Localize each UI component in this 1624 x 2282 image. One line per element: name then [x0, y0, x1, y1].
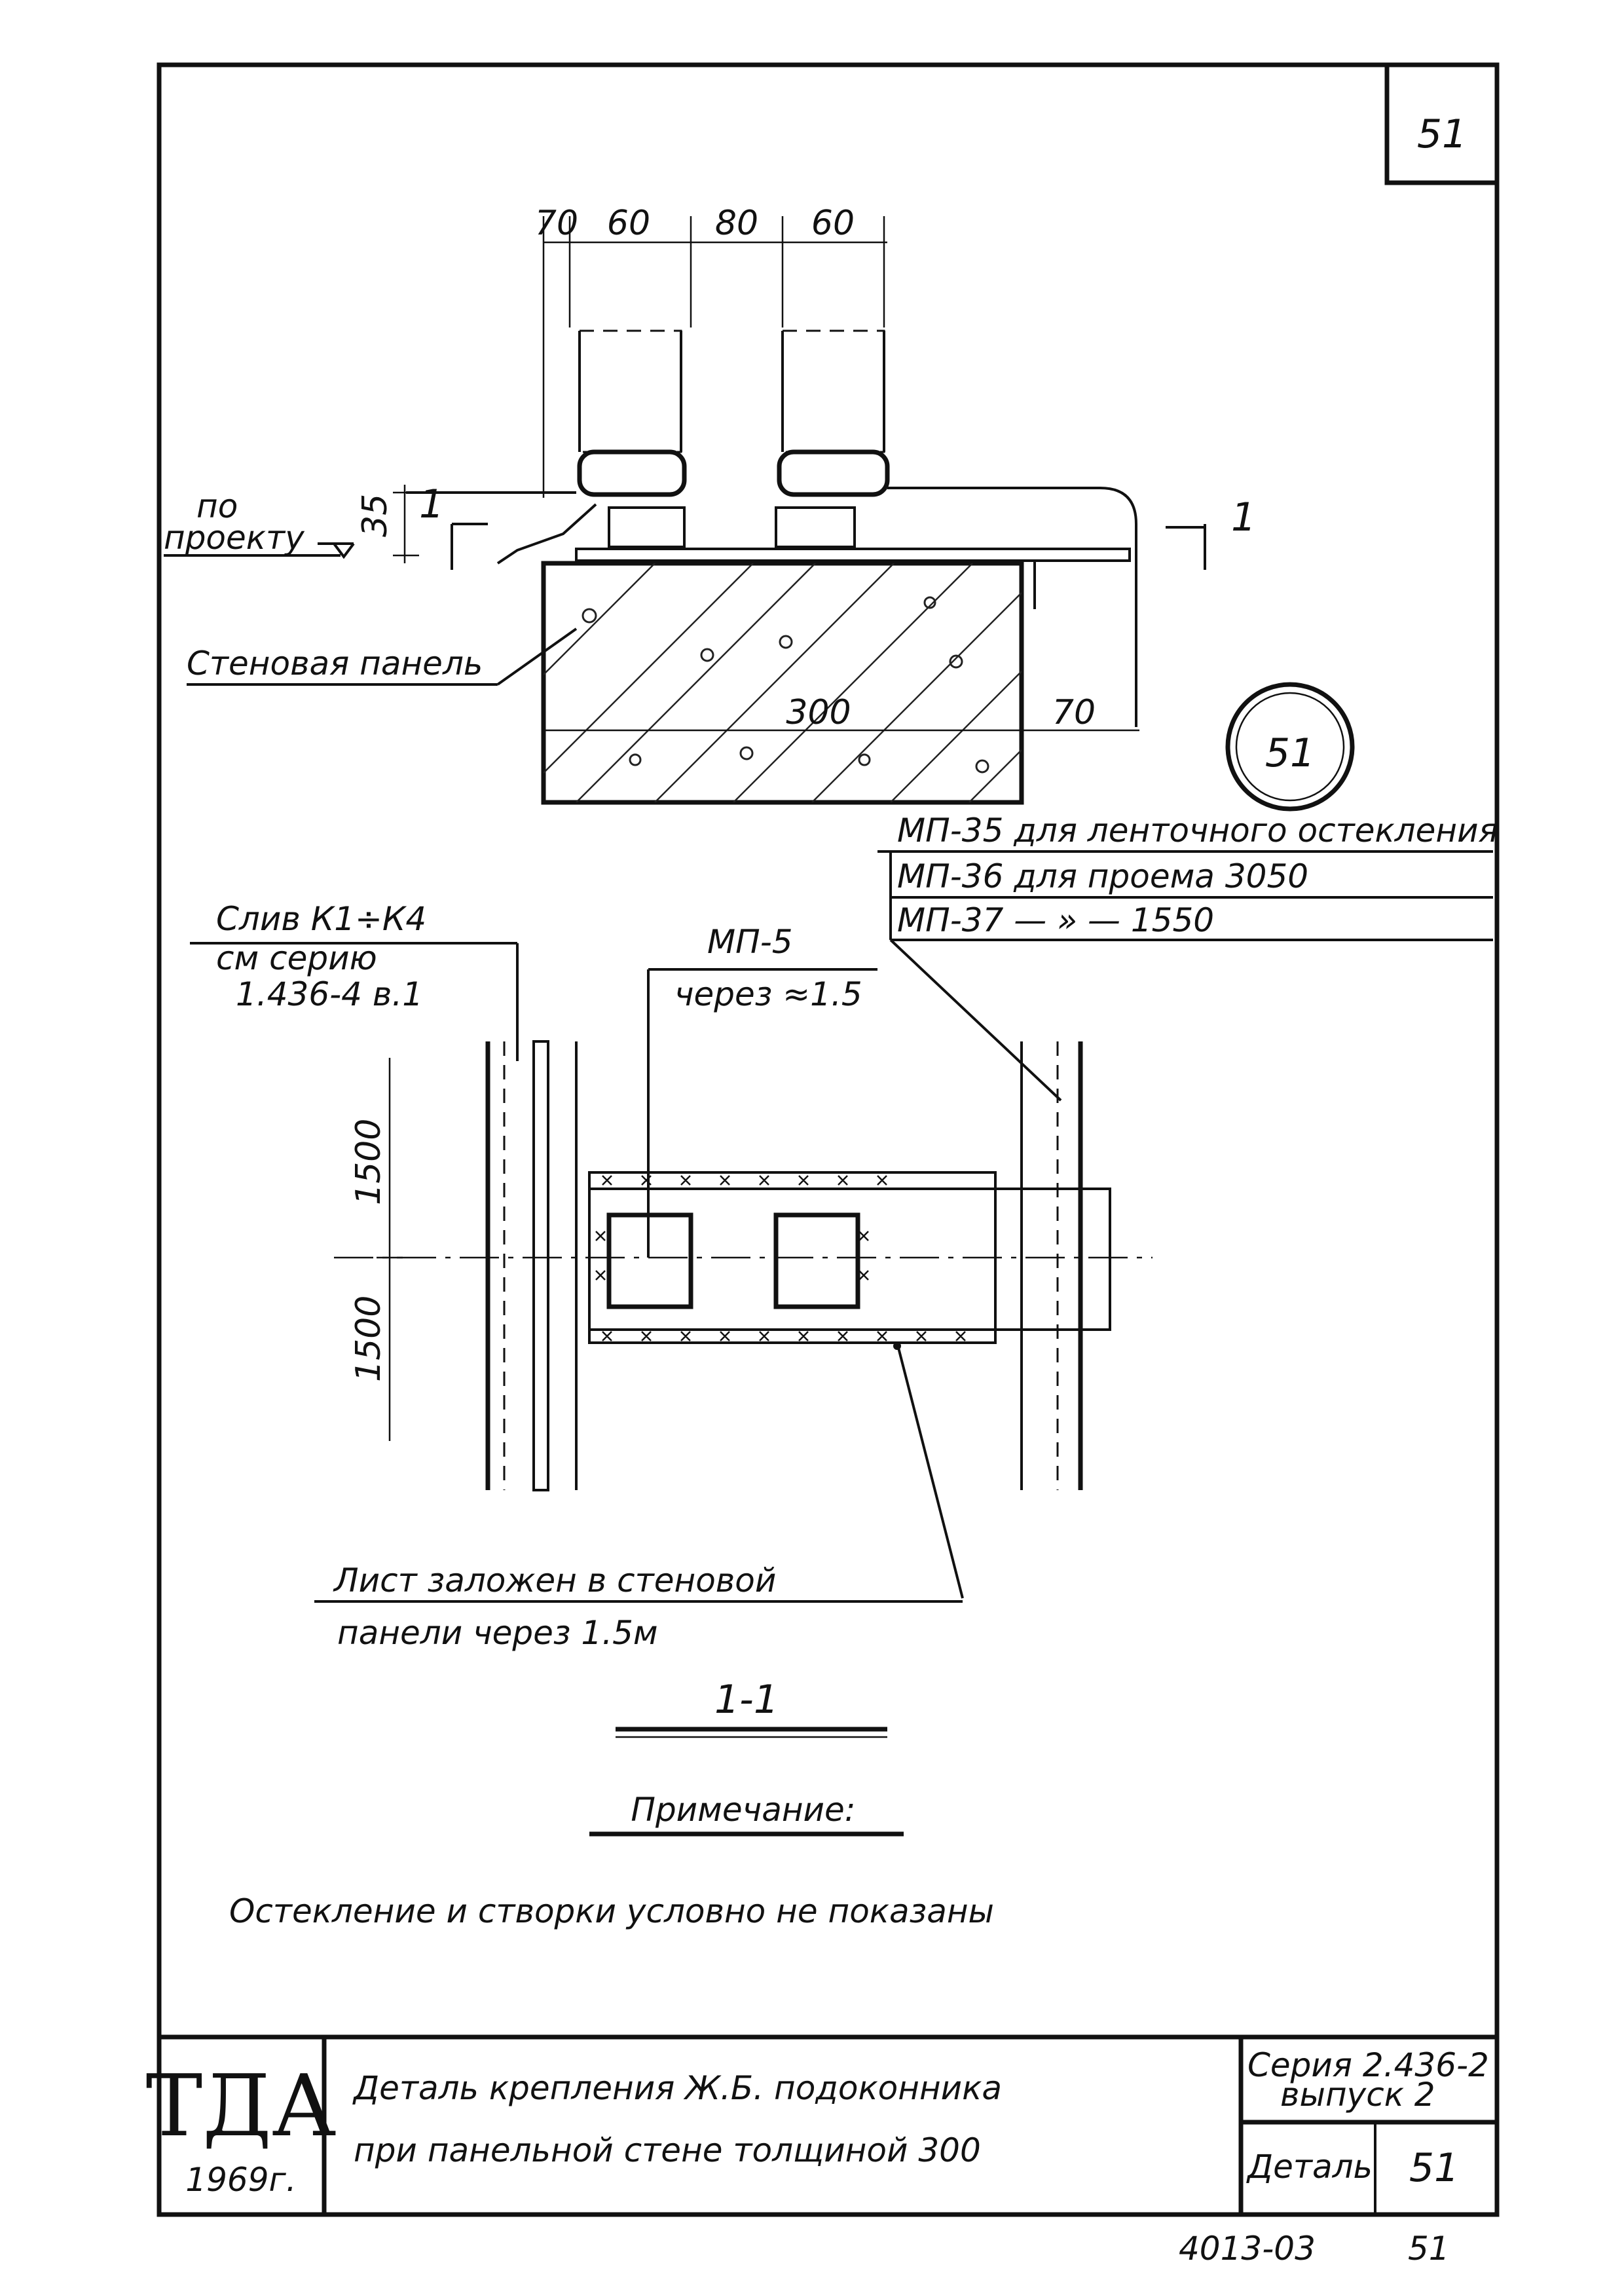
- stamp-title-2: при панельной стене толщиной 300: [354, 2131, 981, 2169]
- dim-300: 300: [786, 693, 851, 732]
- stamp-org: ТДА: [146, 2056, 337, 2156]
- stamp-detail-number: 51: [1409, 2145, 1459, 2191]
- sheet-note-2: панели через 1.5м: [337, 1614, 658, 1652]
- weld-marks: [595, 1175, 966, 1341]
- mp5-label: МП-5: [707, 923, 793, 961]
- profile-square-left: [606, 1212, 693, 1309]
- drain-label-2: см серию: [216, 939, 377, 977]
- stamp-year: 1969г.: [185, 2161, 296, 2199]
- window-profile-right: [781, 329, 885, 453]
- mp-legend: МП-35 для ленточного остекления МП-36 дл…: [877, 812, 1498, 1102]
- dim-1500-upper: 1500: [349, 1119, 388, 1205]
- sheet-number: 51: [1417, 111, 1467, 157]
- callout-circle: [1225, 682, 1355, 812]
- mp37-label: МП-37 — » — 1550: [897, 901, 1214, 939]
- window-profile-left: [578, 329, 682, 453]
- dim-1500-lower: 1500: [349, 1296, 388, 1382]
- drain-label-3: 1.436-4 в.1: [236, 975, 423, 1013]
- dim-70-right: 70: [1052, 693, 1096, 732]
- sheet-border: [157, 62, 1500, 2217]
- note-text: Остекление и створки условно не показаны: [229, 1892, 994, 1930]
- profile-square-right: [773, 1212, 860, 1309]
- stamp-series-2: выпуск 2: [1280, 2076, 1435, 2114]
- by-project-2: проекту: [164, 519, 305, 557]
- sheet-note-1: Лист заложен в стеновой: [333, 1562, 776, 1599]
- drain-strip: [532, 1040, 549, 1491]
- dim-60-left: 60: [607, 204, 650, 243]
- note-title: Примечание:: [631, 1791, 855, 1829]
- wall-hatch: [544, 563, 1022, 802]
- doc-code: 4013-03: [1179, 2230, 1316, 2268]
- wall-panel-label: Стеновая панель: [187, 645, 483, 683]
- title-block: ТДА 1969г. Деталь крепления Ж.Б. подокон…: [146, 2034, 1497, 2215]
- stamp-series-1: Серия 2.436-2: [1247, 2046, 1489, 2084]
- steel-plate: [575, 548, 1131, 562]
- wall-panel: [541, 561, 1024, 805]
- dim-80: 80: [715, 204, 758, 243]
- mp36-label: МП-36 для проема 3050: [897, 857, 1308, 895]
- by-project-1: по: [196, 487, 238, 525]
- callout-number: 51: [1265, 730, 1315, 776]
- aggregate-dots: [581, 596, 989, 774]
- section-title: 1-1: [714, 1677, 779, 1723]
- section-detail: Слив К1÷К4 см серию 1.436-4 в.1 МП-5 чер…: [190, 900, 1153, 1738]
- mp35-label: МП-35 для ленточного остекления: [897, 812, 1498, 850]
- dim-35: 35: [356, 494, 395, 537]
- section-marker-left: 1: [419, 481, 444, 527]
- top-detail: 70 60 80 60 35 по проекту: [164, 204, 1256, 805]
- dim-70: 70: [535, 204, 578, 243]
- stamp-detail-label: Деталь: [1246, 2148, 1373, 2186]
- sheet-number-box: [1384, 62, 1500, 185]
- dim-60-right: 60: [811, 204, 855, 243]
- stamp-title-1: Деталь крепления Ж.Б. подоконника: [352, 2069, 1002, 2107]
- section-marker-right: 1: [1231, 495, 1256, 540]
- drain-label-1: Слив К1÷К4: [216, 900, 426, 938]
- doc-page: 51: [1408, 2230, 1450, 2268]
- mp5-spacing: через ≈1.5: [674, 975, 862, 1013]
